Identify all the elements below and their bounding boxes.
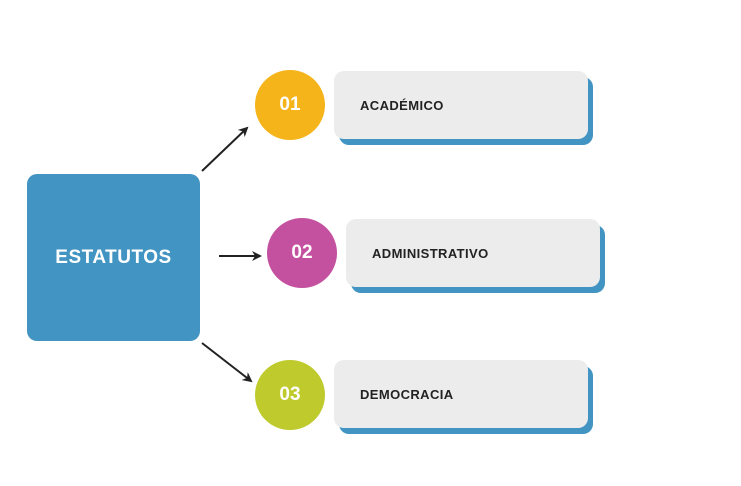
item-1-label: ACADÉMICO (360, 97, 444, 113)
root-label: ESTATUTOS (55, 246, 172, 268)
item-2-number-badge: 02 (267, 218, 337, 288)
item-2-card: ADMINISTRATIVO (346, 219, 600, 287)
arrow-to-item-3 (201, 342, 253, 383)
item-1-number-badge: 01 (255, 70, 325, 140)
item-1-card: ACADÉMICO (334, 71, 588, 139)
item-3-number: 03 (279, 384, 301, 405)
item-3-number-badge: 03 (255, 360, 325, 430)
root-box: ESTATUTOS (27, 174, 200, 341)
item-2-label: ADMINISTRATIVO (372, 245, 489, 261)
arrow-to-item-1 (201, 126, 249, 172)
item-2-number: 02 (291, 242, 313, 263)
item-3-card: DEMOCRACIA (334, 360, 588, 428)
item-3-label: DEMOCRACIA (360, 386, 454, 402)
item-1-number: 01 (279, 94, 301, 115)
